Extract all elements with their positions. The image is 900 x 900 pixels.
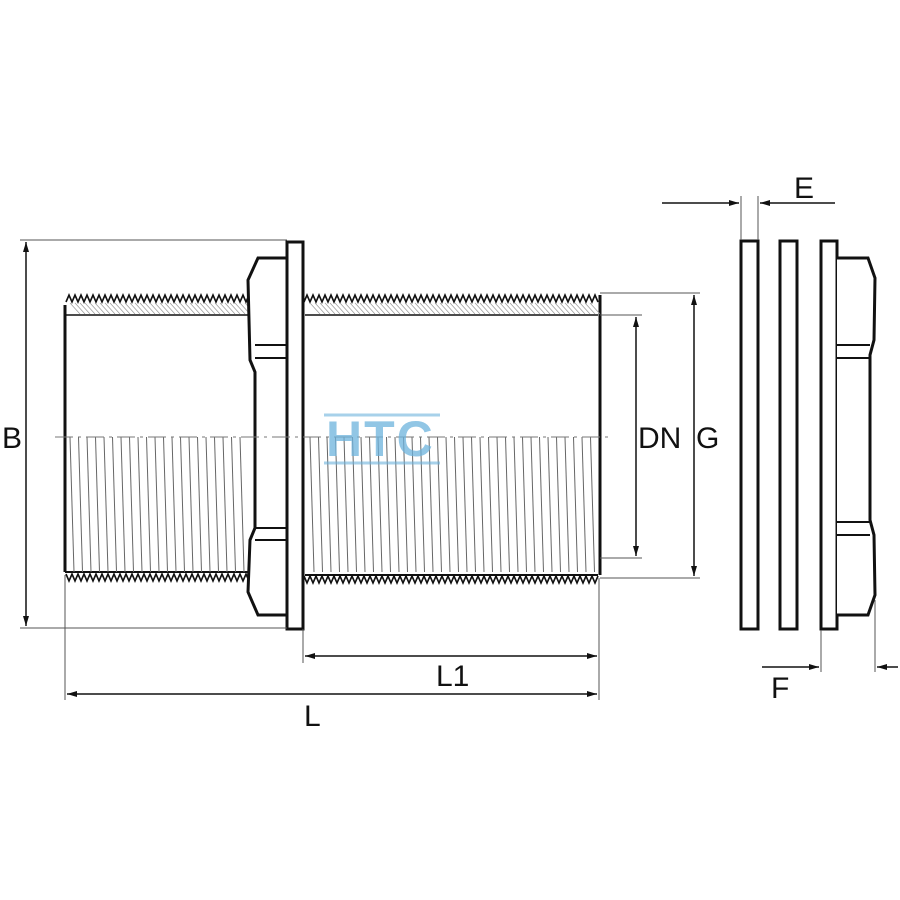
locknut-side [819,239,877,631]
label-l1: L1 [436,660,469,693]
label-dn: DN [638,422,681,455]
flange-plate [285,240,305,631]
dimension-dn [600,314,642,559]
htc-watermark: HTC [324,411,440,467]
dimension-g [600,292,700,579]
dimension-l [64,575,597,700]
gasket-2 [778,239,799,631]
thread-teeth-bottom [65,571,599,586]
svg-text:HTC: HTC [326,411,435,467]
thread-teeth-top [65,292,599,305]
dimension-l1 [302,578,600,700]
gasket-1 [739,239,760,631]
thread-hatching [69,302,601,573]
dimension-f [762,600,898,672]
label-f: F [771,672,789,705]
label-l: L [304,700,321,733]
label-e: E [794,172,814,205]
label-g: G [696,422,719,455]
dimension-e [662,196,835,240]
threaded-pipe-body [63,295,602,576]
label-b: B [2,422,22,455]
